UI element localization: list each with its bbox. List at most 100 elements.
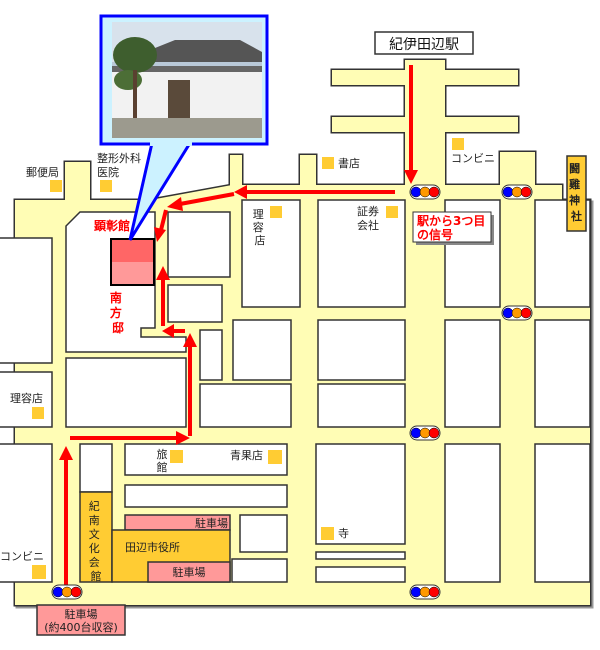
kenshokan-building[interactable]: [110, 238, 155, 286]
culture-hall-part: [79, 491, 113, 583]
traffic-light-icon-part: [520, 186, 532, 198]
minakata-label-part: 邸: [112, 321, 124, 335]
landmark-markers-part: [32, 407, 44, 419]
traffic-light-icon: [501, 184, 533, 200]
kenshokan-building-part: [111, 262, 154, 285]
blocks-part: [199, 329, 223, 381]
traffic-light-icon-part: [419, 586, 431, 598]
traffic-light-icon-part: [428, 427, 440, 439]
shrine-label: 闘 雞 神 社: [566, 155, 587, 232]
blocks: [0, 199, 591, 583]
blocks-part: [231, 558, 288, 583]
shrine-label-part-part: 雞: [568, 177, 580, 191]
landmark-markers-part: [170, 450, 183, 463]
shrine-label-part: 闘 雞 神 社: [568, 162, 584, 223]
culture-hall-part-part: 化: [89, 541, 100, 555]
station-label-part: [374, 31, 474, 55]
parking-main-part: (約400台収容): [44, 620, 118, 634]
landmark-markers-part: コンビニ: [0, 550, 44, 563]
traffic-light-icon: [51, 584, 83, 600]
kenshokan-label: 顕彰館: [94, 218, 130, 233]
traffic-light-icon-part: [520, 307, 532, 319]
post-office-marker: [50, 180, 62, 192]
parking-lower: 駐車場: [147, 561, 231, 583]
building-photo-part: [112, 118, 262, 138]
shrine-label-part: [566, 155, 587, 232]
minakata-label: 南 方 邸: [110, 290, 126, 335]
route-part: [404, 170, 418, 184]
building-photo-part: [168, 80, 190, 120]
blocks-part: [315, 551, 406, 560]
photo-callout-part: [150, 138, 192, 146]
traffic-light-icon-part: [428, 186, 440, 198]
blocks-part: [317, 319, 406, 381]
traffic-light-icon-part: [410, 586, 422, 598]
traffic-light-icon: [501, 305, 533, 321]
culture-hall-part-part: 紀: [89, 500, 100, 513]
blocks-part: [167, 284, 223, 323]
landmark-markers-part: 書店: [338, 156, 360, 170]
landmark-markers-part: 青果店: [230, 448, 263, 462]
landmark-markers-part: [452, 138, 464, 150]
landmark-markers-part-part: 容: [253, 220, 264, 234]
signal-note-part: [412, 211, 492, 243]
signal-note: 駅から3つ目 の信号: [412, 211, 494, 245]
landmark-markers-part: 寺: [338, 527, 349, 540]
route-part: [156, 266, 170, 280]
landmark-markers-part: 旅: [157, 447, 168, 461]
landmark-markers-part: 会社: [357, 218, 379, 232]
blocks-part: [444, 443, 501, 583]
post-office-label: 郵便局: [26, 166, 59, 179]
traffic-light-icon-part: [61, 586, 73, 598]
blocks-part: [315, 566, 406, 583]
blocks-part: [232, 319, 292, 381]
building-photo: [112, 22, 262, 138]
traffic-light-icon-part: [428, 586, 440, 598]
culture-hall-part-part: 会: [89, 556, 100, 569]
shrine-label-part-part: 社: [570, 209, 582, 223]
building-photo-part: [112, 66, 262, 72]
culture-hall: 紀 南 文 化 会 館: [79, 491, 113, 583]
route-part: [162, 324, 174, 338]
landmark-markers-part: 証券: [357, 204, 379, 218]
roads-part-part: [65, 162, 90, 207]
traffic-light-icon-part: [410, 186, 422, 198]
parking-upper-part: 駐車場: [195, 516, 228, 530]
culture-hall-part: 紀 南 文 化 会 館: [89, 500, 104, 583]
route: [59, 65, 418, 585]
blocks-part: [444, 319, 501, 428]
traffic-light-icon-part: [419, 186, 431, 198]
landmark-markers-part: 整形外科: [97, 151, 141, 165]
building-photo-part: [114, 70, 142, 90]
parking-upper: 駐車場: [124, 514, 231, 531]
route-part: [179, 192, 235, 206]
landmark-markers: 郵便局 整形外科 医院 書店 コンビニ 理 容 店 証券 会社 理容店 旅 館 …: [0, 138, 495, 579]
route-part: [154, 227, 166, 242]
shrine-label-part-part: 闘: [569, 162, 580, 175]
traffic-light-icon: [409, 425, 441, 441]
parking-main-part: 駐車場: [65, 607, 98, 621]
route-part: [59, 446, 73, 460]
traffic-light-icon-part: [511, 307, 523, 319]
landmark-markers-part: [321, 527, 334, 540]
landmark-markers-part: コンビニ: [451, 152, 495, 165]
traffic-light-icon-part: [502, 186, 514, 198]
route-part: [234, 185, 247, 199]
minakata-label-part: 方: [110, 305, 122, 320]
route-part: [159, 209, 168, 231]
blocks-part: [65, 357, 187, 428]
station-label-part: 紀伊田辺駅: [389, 37, 459, 53]
traffic-light-icon-part: [502, 307, 514, 319]
photo-callout: [99, 14, 269, 241]
landmark-markers-part: [270, 206, 282, 218]
blocks-part: [534, 443, 591, 583]
signal-note-part: 駅から3つ目: [416, 214, 485, 228]
landmark-markers-part: [386, 206, 398, 218]
landmark-markers-part-part: 店: [255, 233, 266, 247]
traffic-light-icon-part: [419, 427, 431, 439]
blocks-part: [317, 383, 406, 428]
culture-hall-part-part: 館: [91, 569, 102, 583]
traffic-light-icon-part: [410, 427, 422, 439]
blocks-part: [241, 199, 301, 308]
